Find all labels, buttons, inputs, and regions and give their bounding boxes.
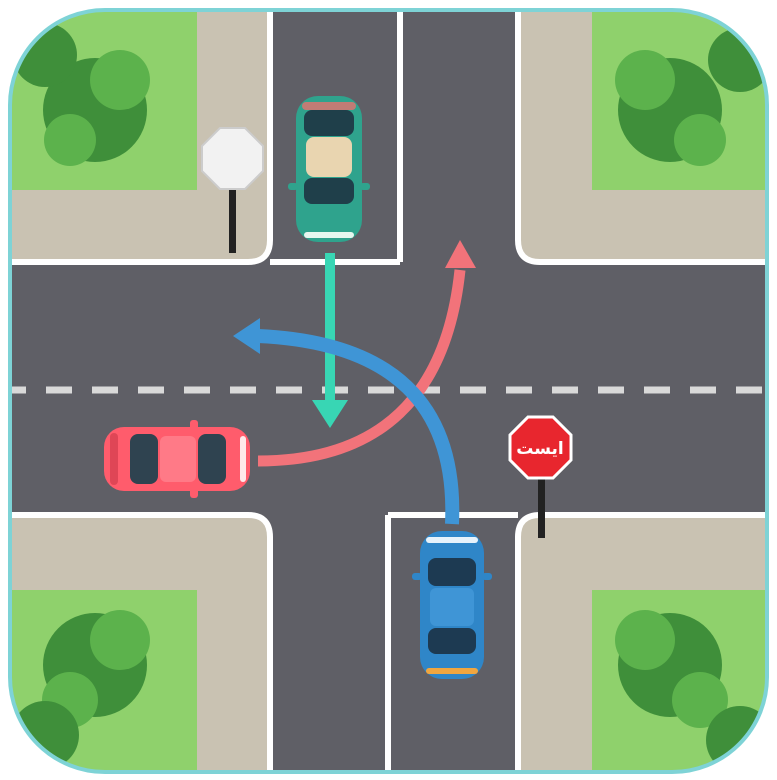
corner-block-bottom-right	[518, 515, 777, 780]
corner-block-bottom-left	[0, 515, 270, 780]
teal-car	[288, 96, 370, 242]
octagon-sign-icon	[202, 128, 263, 189]
red-car	[104, 420, 250, 498]
blue-car	[412, 531, 492, 679]
stop-sign-label: ایست	[516, 439, 564, 459]
